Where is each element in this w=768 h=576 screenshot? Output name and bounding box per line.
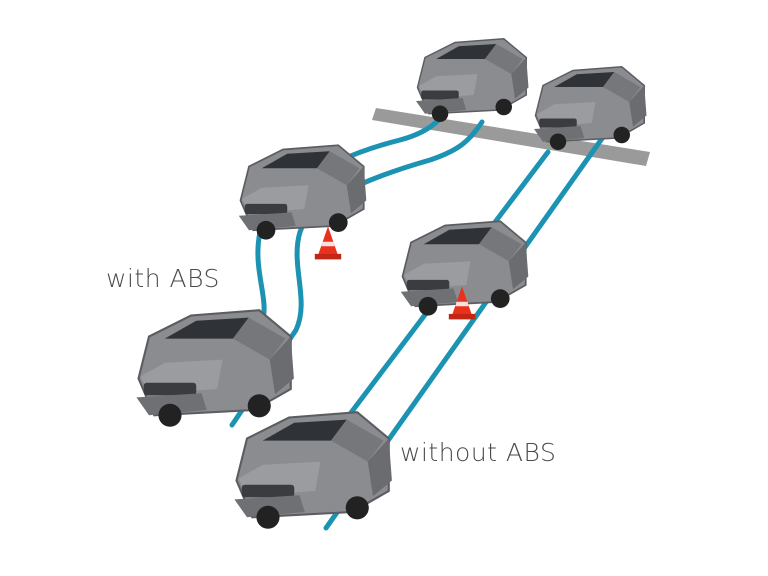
stop-line — [372, 108, 650, 166]
pickup-truck-icon — [533, 66, 648, 151]
pickup-truck-icon — [237, 144, 368, 241]
without-abs-label: without ABS — [400, 438, 557, 467]
pickup-truck-icon — [233, 411, 393, 530]
pickup-truck-icon — [135, 309, 295, 428]
pickup-truck-icon — [415, 38, 530, 123]
with-abs-label: with ABS — [106, 264, 220, 293]
